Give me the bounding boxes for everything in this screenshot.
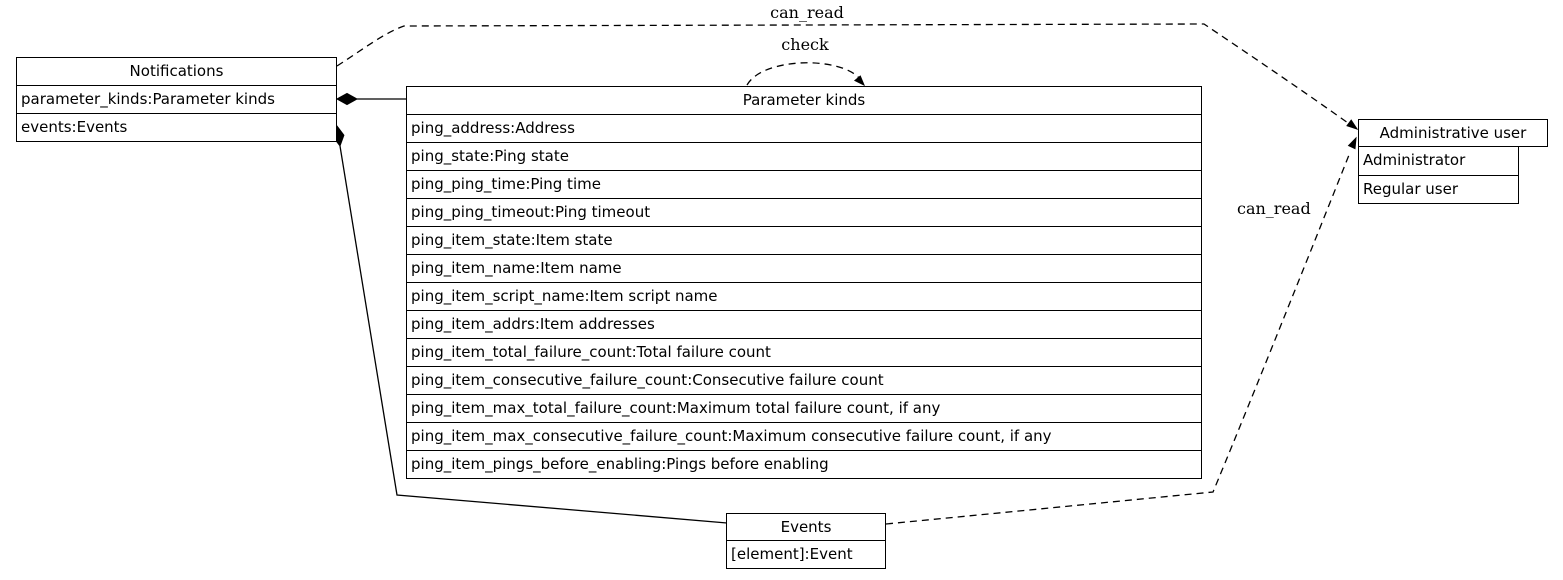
notifications-title: Notifications xyxy=(129,62,224,80)
field-row-ping-ping-timeout: ping_ping_timeout:Ping timeout xyxy=(407,198,1201,226)
check-self-loop-edge xyxy=(746,62,861,86)
parameter-kinds-node: Parameter kinds ping_address:Address pin… xyxy=(406,86,1202,479)
administrative-user-title-box: Administrative user xyxy=(1358,119,1548,147)
check-label: check xyxy=(781,35,829,54)
can-read-top-edge xyxy=(336,23,1349,124)
notifications-row-events: events:Events xyxy=(17,113,336,141)
check-arrowhead xyxy=(853,75,865,87)
administrative-user-rows-box: Administrator Regular user xyxy=(1358,146,1519,204)
field-row-ping-address: ping_address:Address xyxy=(407,114,1201,142)
field-row-ping-state: ping_state:Ping state xyxy=(407,142,1201,170)
parameter-kinds-title: Parameter kinds xyxy=(742,91,866,109)
composition-diamond-parameter-kinds xyxy=(335,92,359,106)
field-row-ping-item-state: ping_item_state:Item state xyxy=(407,226,1201,254)
can-read-bottom-arrowhead xyxy=(1347,136,1357,150)
events-title: Events xyxy=(780,518,832,536)
can-read-top-arrowhead xyxy=(1346,119,1359,130)
field-row-ping-item-max-consecutive-failure-count: ping_item_max_consecutive_failure_count:… xyxy=(407,422,1201,450)
can-read-top-label: can_read xyxy=(770,3,844,22)
field-row-ping-item-pings-before-enabling: ping_item_pings_before_enabling:Pings be… xyxy=(407,450,1201,478)
can-read-bottom-label: can_read xyxy=(1237,199,1311,218)
notifications-node: Notifications parameter_kinds:Parameter … xyxy=(16,57,337,142)
field-row-ping-item-total-failure-count: ping_item_total_failure_count:Total fail… xyxy=(407,338,1201,366)
administrative-user-title: Administrative user xyxy=(1379,124,1527,142)
administrative-user-row-administrator: Administrator xyxy=(1363,151,1466,169)
field-row-ping-item-name: ping_item_name:Item name xyxy=(407,254,1201,282)
field-row-ping-item-script-name: ping_item_script_name:Item script name xyxy=(407,282,1201,310)
composition-line-events xyxy=(339,145,728,524)
field-row-ping-item-addrs: ping_item_addrs:Item addresses xyxy=(407,310,1201,338)
field-row-ping-ping-time: ping_ping_time:Ping time xyxy=(407,170,1201,198)
events-node: Events [element]:Event xyxy=(726,513,886,569)
can-read-bottom-edge xyxy=(885,154,1350,525)
administrative-user-row-regular-user: Regular user xyxy=(1359,175,1518,203)
field-row-ping-item-consecutive-failure-count: ping_item_consecutive_failure_count:Cons… xyxy=(407,366,1201,394)
events-row-element: [element]:Event xyxy=(727,540,885,568)
notifications-row-parameter-kinds: parameter_kinds:Parameter kinds xyxy=(17,85,336,113)
field-row-ping-item-max-total-failure-count: ping_item_max_total_failure_count:Maximu… xyxy=(407,394,1201,422)
